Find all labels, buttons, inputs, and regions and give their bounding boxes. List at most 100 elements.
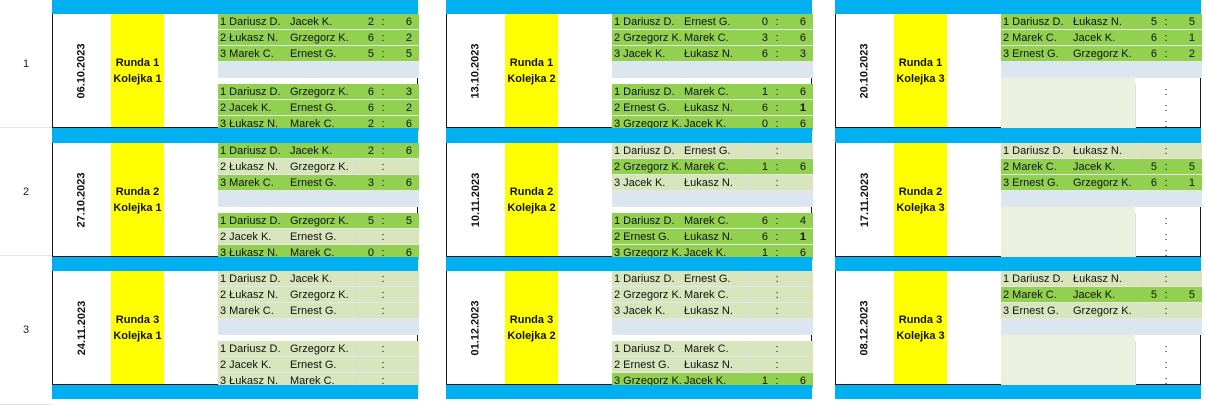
match-row[interactable]: 1 Dariusz D.Łukasz N.: xyxy=(1001,143,1202,159)
home-score[interactable]: 1 xyxy=(761,161,768,173)
away-score[interactable]: 6 xyxy=(405,118,412,130)
home-score[interactable]: 6 xyxy=(367,102,374,114)
match-row[interactable]: 3 Jacek K.Łukasz N.6:3 xyxy=(612,46,813,62)
match-row[interactable]: 3 Ernest G.Grzegorz K.6:2 xyxy=(1001,46,1202,62)
away-score[interactable]: 3 xyxy=(405,86,412,98)
home-score[interactable]: 0 xyxy=(761,118,768,130)
empty-cell[interactable] xyxy=(947,143,1001,256)
empty-cell[interactable] xyxy=(164,143,218,256)
home-score[interactable]: 3 xyxy=(761,32,768,44)
match-row[interactable]: 3 Ernest G.Grzegorz K.: xyxy=(1001,303,1202,319)
away-score[interactable]: 2 xyxy=(405,32,412,44)
home-score[interactable]: 5 xyxy=(1150,289,1157,301)
match-row[interactable]: 1 Dariusz D.Łukasz N.: xyxy=(1001,271,1202,287)
match-row[interactable]: 2 Grzegorz K.Marek C.: xyxy=(612,287,813,303)
match-row[interactable]: 2 Jacek K.Ernest G.: xyxy=(218,357,419,373)
home-score[interactable]: 6 xyxy=(761,48,768,60)
empty-cell[interactable] xyxy=(164,271,218,384)
home-score[interactable]: 5 xyxy=(367,215,374,227)
home-score[interactable]: 6 xyxy=(367,32,374,44)
away-score[interactable]: 2 xyxy=(1188,48,1195,60)
away-score[interactable]: 6 xyxy=(799,118,806,130)
home-score[interactable]: 2 xyxy=(367,145,374,157)
away-score[interactable]: 6 xyxy=(799,247,806,259)
match-row[interactable]: 2 Ernest G.Łukasz N.: xyxy=(612,357,813,373)
match-row[interactable]: 3 Marek C.Ernest G.3:6 xyxy=(218,175,419,191)
match-row[interactable]: 3 Ernest G.Grzegorz K.6:1 xyxy=(1001,175,1202,191)
match-row[interactable]: 1 Dariusz D.Grzegorz K.5:5 xyxy=(218,213,419,229)
match-row[interactable]: 3 Jacek K.Łukasz N.: xyxy=(612,175,813,191)
away-score[interactable]: 1 xyxy=(799,231,806,243)
home-score[interactable]: 6 xyxy=(761,215,768,227)
match-row[interactable]: 1 Dariusz D.Ernest G.: xyxy=(612,271,813,287)
row-header[interactable]: 3 xyxy=(0,256,52,405)
home-score[interactable]: 6 xyxy=(1150,32,1157,44)
match-row[interactable]: 1 Dariusz D.Grzegorz K.6:3 xyxy=(218,84,419,100)
match-row[interactable]: 2 Grzegorz K.Marek C.3:6 xyxy=(612,30,813,46)
away-score[interactable]: 6 xyxy=(799,161,806,173)
away-score[interactable]: 3 xyxy=(799,48,806,60)
match-row[interactable]: 1 Dariusz D.Marek C.: xyxy=(612,341,813,357)
away-score[interactable]: 1 xyxy=(1188,177,1195,189)
away-score[interactable]: 6 xyxy=(405,145,412,157)
away-score[interactable]: 6 xyxy=(799,32,806,44)
empty-cell[interactable] xyxy=(947,14,1001,127)
home-score[interactable]: 5 xyxy=(1150,161,1157,173)
away-score[interactable]: 5 xyxy=(1188,289,1195,301)
match-row[interactable]: 2 Jacek K.Ernest G.6:2 xyxy=(218,100,419,116)
away-score[interactable]: 1 xyxy=(799,102,806,114)
home-score[interactable]: 5 xyxy=(1150,16,1157,28)
match-row[interactable]: 1 Dariusz D.Grzegorz K.: xyxy=(218,341,419,357)
home-score[interactable]: 6 xyxy=(761,231,768,243)
match-row[interactable]: 2 Grzegorz K.Marek C.1:6 xyxy=(612,159,813,175)
home-score[interactable]: 1 xyxy=(761,375,768,387)
away-score[interactable]: 5 xyxy=(405,215,412,227)
home-score[interactable]: 0 xyxy=(761,16,768,28)
match-row[interactable]: 1 Dariusz D.Marek C.1:6 xyxy=(612,84,813,100)
row-header[interactable]: 2 xyxy=(0,128,52,256)
away-score[interactable]: 5 xyxy=(1188,16,1195,28)
away-score[interactable]: 5 xyxy=(405,48,412,60)
away-score[interactable]: 2 xyxy=(405,102,412,114)
away-score[interactable]: 4 xyxy=(799,215,806,227)
match-row[interactable]: 2 Łukasz N.Grzegorz K.: xyxy=(218,159,419,175)
away-score[interactable]: 6 xyxy=(405,177,412,189)
away-score[interactable]: 6 xyxy=(799,375,806,387)
empty-cell[interactable] xyxy=(558,14,612,127)
away-score[interactable]: 5 xyxy=(1188,161,1195,173)
home-score[interactable]: 1 xyxy=(761,247,768,259)
match-row[interactable]: 2 Ernest G.Łukasz N.6:1 xyxy=(612,229,813,245)
match-row[interactable]: 3 Jacek K.Łukasz N.: xyxy=(612,303,813,319)
match-row[interactable]: 1 Dariusz D.Ernest G.0:6 xyxy=(612,14,813,30)
match-row[interactable]: 2 Łukasz N.Grzegorz K.: xyxy=(218,287,419,303)
match-row[interactable]: 3 Marek C.Ernest G.5:5 xyxy=(218,46,419,62)
home-score[interactable]: 2 xyxy=(367,118,374,130)
match-row[interactable]: 2 Marek C.Jacek K.5:5 xyxy=(1001,287,1202,303)
match-row[interactable]: 2 Ernest G.Łukasz N.6:1 xyxy=(612,100,813,116)
match-row[interactable]: 1 Dariusz D.Marek C.6:4 xyxy=(612,213,813,229)
match-row[interactable]: 1 Dariusz D.Jacek K.2:6 xyxy=(218,143,419,159)
home-score[interactable]: 3 xyxy=(367,177,374,189)
home-score[interactable]: 0 xyxy=(367,247,374,259)
away-score[interactable]: 1 xyxy=(1188,32,1195,44)
row-header[interactable]: 1 xyxy=(0,0,52,128)
home-score[interactable]: 1 xyxy=(761,86,768,98)
match-row[interactable]: 1 Dariusz D.Jacek K.: xyxy=(218,271,419,287)
away-score[interactable]: 6 xyxy=(799,86,806,98)
match-row[interactable]: 2 Łukasz N.Grzegorz K.6:2 xyxy=(218,30,419,46)
home-score[interactable]: 6 xyxy=(1150,177,1157,189)
match-row[interactable]: 2 Marek C.Jacek K.5:5 xyxy=(1001,159,1202,175)
empty-cell[interactable] xyxy=(164,14,218,127)
home-score[interactable]: 5 xyxy=(367,48,374,60)
empty-cell[interactable] xyxy=(558,143,612,256)
home-score[interactable]: 6 xyxy=(761,102,768,114)
match-row[interactable]: 2 Marek C.Jacek K.6:1 xyxy=(1001,30,1202,46)
match-row[interactable]: 1 Dariusz D.Jacek K.2:6 xyxy=(218,14,419,30)
empty-cell[interactable] xyxy=(947,271,1001,384)
match-row[interactable]: 2 Jacek K.Ernest G.: xyxy=(218,229,419,245)
match-row[interactable]: 1 Dariusz D.Łukasz N.5:5 xyxy=(1001,14,1202,30)
home-score[interactable]: 6 xyxy=(1150,48,1157,60)
match-row[interactable]: 3 Marek C.Ernest G.: xyxy=(218,303,419,319)
home-score[interactable]: 2 xyxy=(367,16,374,28)
home-score[interactable]: 6 xyxy=(367,86,374,98)
